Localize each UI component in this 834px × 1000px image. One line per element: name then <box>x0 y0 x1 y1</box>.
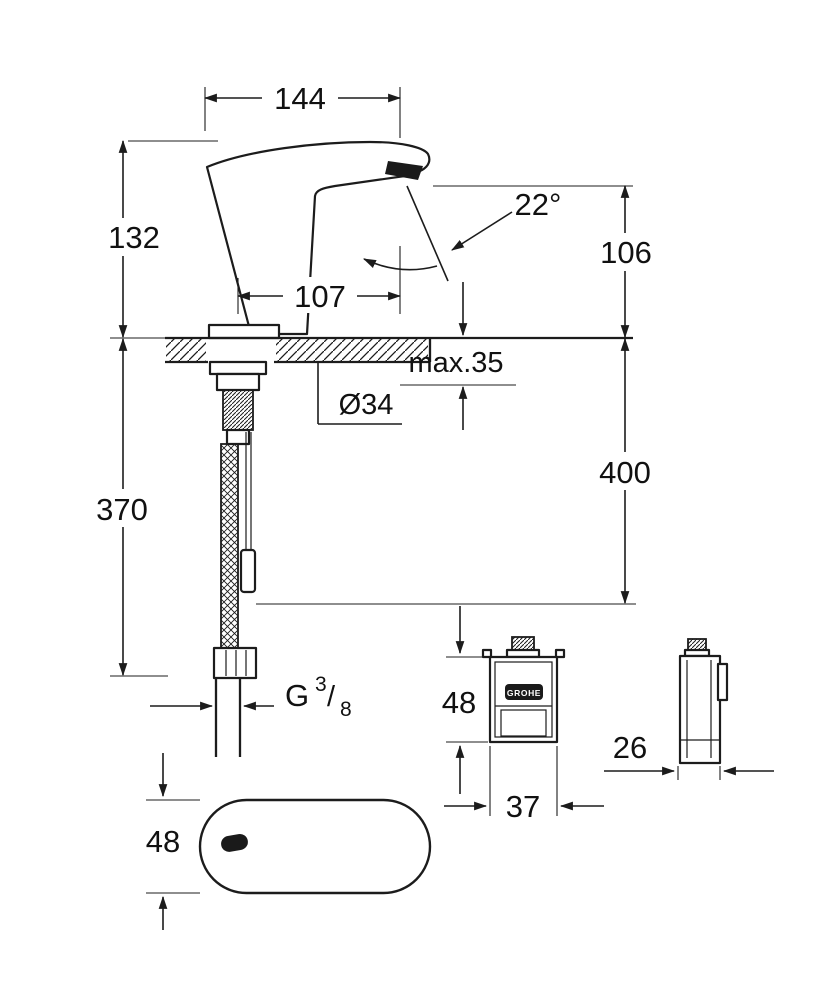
control-box-front: GROHE <box>481 636 566 744</box>
dim-max-thickness-label: max.35 <box>408 347 503 379</box>
plate-outline <box>198 798 432 895</box>
dim-spout-width: 144 <box>203 79 402 138</box>
dim-spray-angle-label: 22° <box>515 187 562 222</box>
dim-hose-length: 370 <box>84 337 168 677</box>
side-outer <box>678 654 722 765</box>
box-inner <box>494 661 553 738</box>
mounting-washer <box>208 360 268 376</box>
dim-box-width: 37 <box>444 746 604 824</box>
brand-badge <box>505 684 543 700</box>
dim-outlet-reach-label: 107 <box>294 279 346 314</box>
dim-box-height-label: 48 <box>442 685 476 720</box>
braided-supply-hose <box>220 443 239 649</box>
dim-hole-diameter: Ø34 <box>317 363 402 425</box>
dim-outlet-reach: 107 <box>236 246 402 314</box>
base-plate <box>198 798 432 895</box>
mounting-nut <box>215 372 261 392</box>
control-box-side <box>678 638 729 765</box>
hose-union-nut <box>212 646 258 680</box>
dim-box-depth-label: 26 <box>613 730 647 765</box>
cable-plug <box>239 548 257 594</box>
thread-numerator: 3 <box>315 673 327 696</box>
thread-slash: / <box>327 681 336 713</box>
dim-outlet-height-label: 106 <box>600 235 652 270</box>
dim-plate-height-label: 48 <box>146 824 180 859</box>
thread-letter: G <box>285 678 309 713</box>
deck-hatch-left <box>166 339 206 361</box>
mounting-hardware <box>208 360 268 757</box>
plate-sensor-slot <box>221 833 248 852</box>
faucet-body <box>205 140 431 340</box>
dim-box-height: 48 <box>442 606 488 794</box>
faucet-outline <box>205 140 431 336</box>
threaded-shank <box>222 389 254 431</box>
dim-thread-size: G 3 / 8 <box>150 673 352 721</box>
dim-hole-diameter-label: Ø34 <box>339 389 394 421</box>
angle-leader-line <box>451 211 513 251</box>
dim-box-width-label: 37 <box>506 789 540 824</box>
deck-section <box>165 336 633 364</box>
dim-max-deck-thickness: max.35 <box>400 282 516 430</box>
dim-install-depth-label: 400 <box>599 455 651 490</box>
thread-denominator: 8 <box>340 698 352 721</box>
spray-direction-line <box>406 185 449 282</box>
box-lower-panel <box>500 709 547 737</box>
dim-hose-length-label: 370 <box>96 492 148 527</box>
dim-box-depth: 26 <box>604 730 774 780</box>
dim-height-label: 132 <box>108 220 160 255</box>
dim-install-depth: 400 <box>256 337 664 605</box>
side-mounting-clip <box>716 662 729 702</box>
deck-hatch-right <box>276 339 428 361</box>
box-tab-right <box>554 648 566 659</box>
dim-height-above-deck: 132 <box>96 139 218 339</box>
brand-logo-text: GROHE <box>507 688 541 698</box>
sensor-window <box>385 161 423 180</box>
spray-angle-annotation: 22° <box>363 185 562 282</box>
escutcheon-base <box>207 323 281 340</box>
dim-plate-height: 48 <box>146 753 200 930</box>
dim-outlet-height: 106 <box>433 184 664 339</box>
dim-spout-width-label: 144 <box>274 81 326 116</box>
